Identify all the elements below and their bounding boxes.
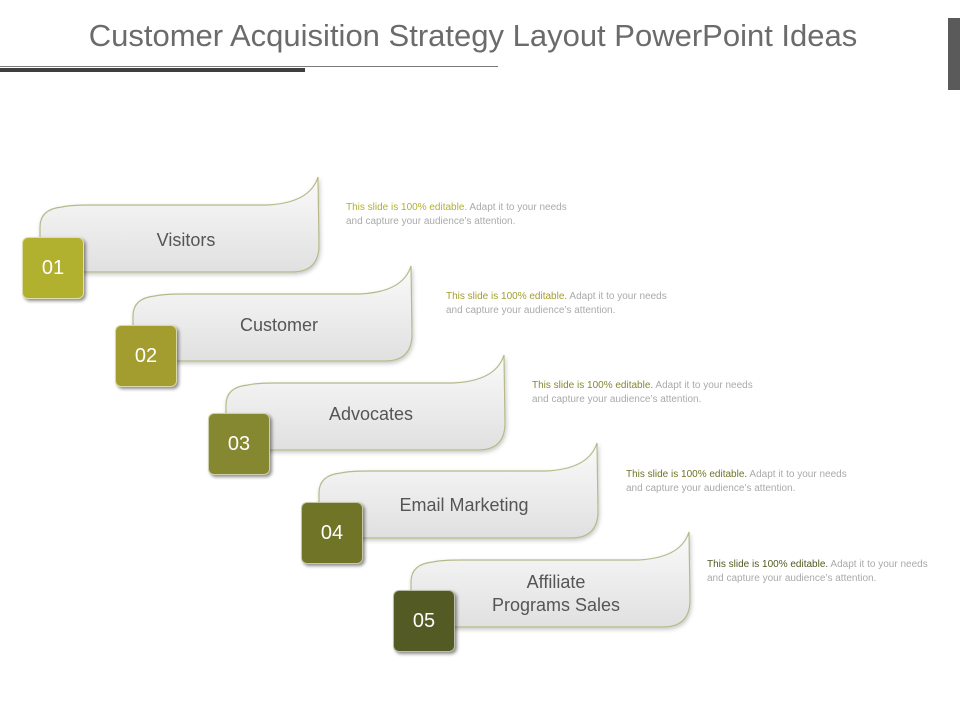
step-label: Advocates (328, 404, 414, 424)
step-description-text: Adapt it to your needs and capture your … (446, 291, 667, 316)
step-ribbon (410, 531, 691, 628)
step-label: Visitors (156, 230, 216, 250)
step-description-highlight: This slide is 100% editable. (446, 291, 568, 302)
corner-accent-bar (948, 18, 960, 90)
step-description-text: Adapt it to your needs and capture your … (626, 469, 847, 494)
step-description-highlight: This slide is 100% editable. (626, 469, 748, 480)
step-ribbon (39, 176, 320, 273)
step-ribbon (132, 265, 413, 362)
step-description: This slide is 100% editable. Adapt it to… (532, 379, 757, 407)
step-description-highlight: This slide is 100% editable. (346, 202, 468, 213)
title-underline-thin (0, 66, 498, 67)
title-underline-thick (0, 68, 305, 72)
step-description: This slide is 100% editable. Adapt it to… (446, 290, 671, 318)
step-description: This slide is 100% editable. Adapt it to… (346, 201, 571, 229)
step-description: This slide is 100% editable. Adapt it to… (707, 558, 932, 586)
step-label: Customer (239, 315, 319, 335)
step-label: Affiliate Programs Sales (491, 572, 621, 615)
step-description-text: Adapt it to your needs and capture your … (346, 202, 567, 227)
step-label: Email Marketing (399, 495, 529, 515)
step-number-badge: 04 (301, 502, 363, 564)
step-ribbon (225, 354, 506, 451)
slide-title: Customer Acquisition Strategy Layout Pow… (88, 18, 858, 53)
step-description-text: Adapt it to your needs and capture your … (532, 380, 753, 405)
step-number-badge: 03 (208, 413, 270, 475)
step-number-badge: 02 (115, 325, 177, 387)
step-description-highlight: This slide is 100% editable. (532, 380, 654, 391)
step-ribbon (318, 442, 599, 539)
step-description: This slide is 100% editable. Adapt it to… (626, 468, 851, 496)
step-description-highlight: This slide is 100% editable. (707, 559, 829, 570)
step-description-text: Adapt it to your needs and capture your … (707, 559, 928, 584)
step-number-badge: 01 (22, 237, 84, 299)
step-number-badge: 05 (393, 590, 455, 652)
